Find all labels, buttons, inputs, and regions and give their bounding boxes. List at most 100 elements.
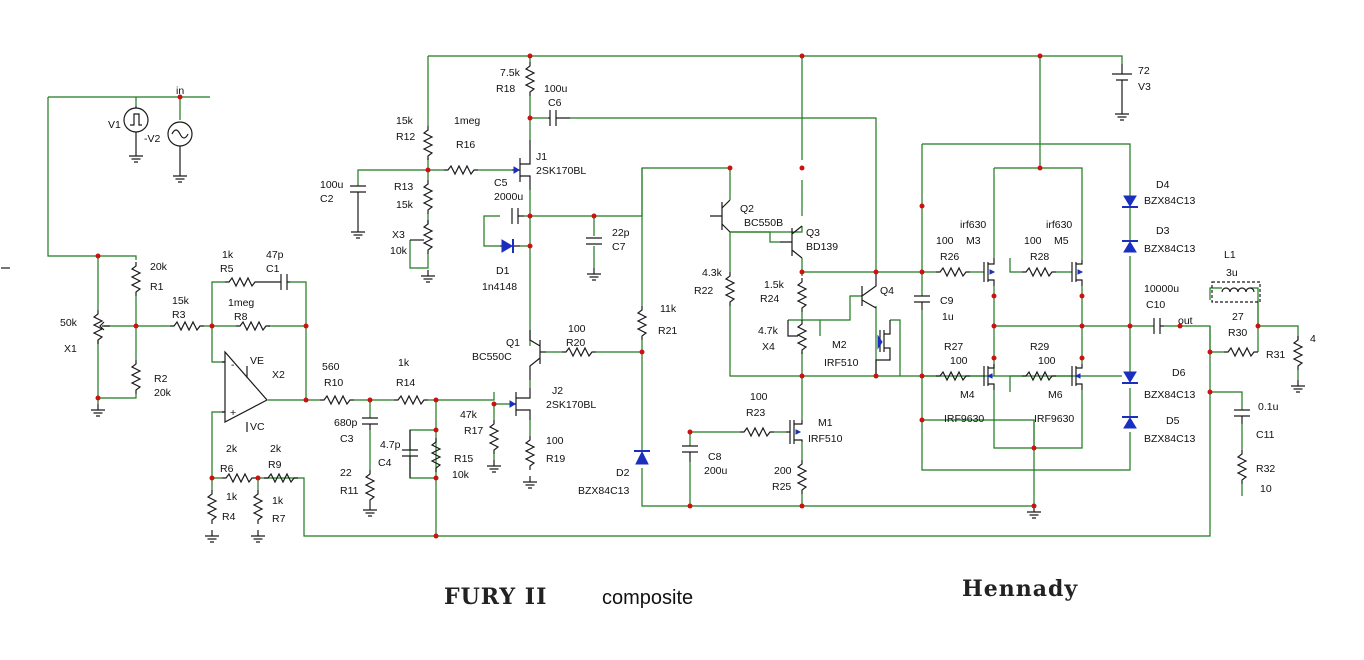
label-M2: M2 <box>832 339 847 351</box>
label-R2v: 20k <box>154 387 172 399</box>
vas-components <box>350 61 1132 519</box>
label-X3: X3 <box>392 229 405 241</box>
label-D3: D3 <box>1156 225 1170 237</box>
label-C4: C4 <box>378 457 392 469</box>
label-R19v: 100 <box>546 435 564 447</box>
label-R7v: 1k <box>272 495 284 507</box>
label-R22: R22 <box>694 285 713 297</box>
label-C11v: 0.1u <box>1258 401 1279 413</box>
label-M5v: irf630 <box>1046 219 1072 231</box>
label-L1: L1 <box>1224 249 1236 261</box>
label-R6: R6 <box>220 463 234 475</box>
label-R13: R13 <box>394 181 413 193</box>
label-R31v: 4 <box>1310 333 1316 345</box>
label-R11v: 22 <box>340 467 352 479</box>
label-Q4: Q4 <box>880 285 894 297</box>
label-R25v: 200 <box>774 465 792 477</box>
label-R31: R31 <box>1266 349 1285 361</box>
label-Q1: Q1 <box>506 337 520 349</box>
label-R2: R2 <box>154 373 168 385</box>
label-R15v: 10k <box>452 469 470 481</box>
label-R29: R29 <box>1030 341 1049 353</box>
label-L1v: 3u <box>1226 267 1238 279</box>
vas-wires <box>357 55 1123 507</box>
label-D5: D5 <box>1166 415 1180 427</box>
label-V3v: 72 <box>1138 65 1150 77</box>
label-D3v: BZX84C13 <box>1144 243 1196 255</box>
label-J1v: 2SK170BL <box>536 165 586 177</box>
label-R32: R32 <box>1256 463 1275 475</box>
label-R9: R9 <box>268 459 282 471</box>
label-D1: D1 <box>496 265 510 277</box>
label-X4v: 4.7k <box>758 325 779 337</box>
label-C7: C7 <box>612 241 626 253</box>
label-X1: X1 <box>64 343 77 355</box>
label-R22v: 4.3k <box>702 267 723 279</box>
svg-text:+: + <box>230 407 236 419</box>
label-D4: D4 <box>1156 179 1170 191</box>
label-D4v: BZX84C13 <box>1144 195 1196 207</box>
label-X3v: 10k <box>390 245 408 257</box>
component-labels: in V1 -V2 R1 20k R2 20k 50k X1 15k R3 1k… <box>60 65 1316 525</box>
label-R9v: 2k <box>270 443 282 455</box>
label-R26: R26 <box>940 251 959 263</box>
label-R4: R4 <box>222 511 236 523</box>
label-J2: J2 <box>552 385 563 397</box>
label-R17v: 47k <box>460 409 478 421</box>
label-R14v: 1k <box>398 357 410 369</box>
label-R29v: 100 <box>1038 355 1056 367</box>
title-author: Hennady <box>962 576 1078 602</box>
label-D2: D2 <box>616 467 630 479</box>
label-M6v: IRF9630 <box>1034 413 1074 425</box>
label-R6v: 2k <box>226 443 238 455</box>
label-C5: C5 <box>494 177 508 189</box>
label-Q3v: BD139 <box>806 241 838 253</box>
output-components <box>1 195 1306 485</box>
label-R18v: 7.5k <box>500 67 521 79</box>
label-Q1v: BC550C <box>472 351 512 363</box>
label-M4: M4 <box>960 389 975 401</box>
label-out: out <box>1178 315 1193 327</box>
junction-dots <box>95 53 1261 539</box>
label-R13v: 15k <box>396 199 414 211</box>
label-R3: R3 <box>172 309 186 321</box>
label-R26v: 100 <box>936 235 954 247</box>
label-R17: R17 <box>464 425 483 437</box>
label-X2: X2 <box>272 369 285 381</box>
label-C2: C2 <box>320 193 334 205</box>
label-R21: R21 <box>658 325 677 337</box>
label-R15: R15 <box>454 453 473 465</box>
label-M3: M3 <box>966 235 981 247</box>
label-M6: M6 <box>1048 389 1063 401</box>
label-R20v: 100 <box>568 323 586 335</box>
label-R27v: 100 <box>950 355 968 367</box>
label-R3v: 15k <box>172 295 190 307</box>
label-V3: V3 <box>1138 81 1151 93</box>
label-C9v: 1u <box>942 311 954 323</box>
label-C2v: 100u <box>320 179 344 191</box>
label-M3v: irf630 <box>960 219 986 231</box>
label-VE: VE <box>250 355 264 367</box>
label-C1v: 47p <box>266 249 284 261</box>
label-D1v: 1n4148 <box>482 281 517 293</box>
svg-text:-: - <box>231 359 235 371</box>
label-C8v: 200u <box>704 465 728 477</box>
label-R5: R5 <box>220 263 234 275</box>
label-R21v: 11k <box>660 303 677 315</box>
label-C5v: 2000u <box>494 191 523 203</box>
label-X1v: 50k <box>60 317 78 329</box>
label-D5v: BZX84C13 <box>1144 433 1196 445</box>
label-C6v: 100u <box>544 83 568 95</box>
label-Q3: Q3 <box>806 227 820 239</box>
label-C4v: 4.7p <box>380 439 401 451</box>
label-in: in <box>176 85 184 97</box>
label-D6v: BZX84C13 <box>1144 389 1196 401</box>
label-R1: R1 <box>150 281 164 293</box>
label-D6: D6 <box>1172 367 1186 379</box>
label-D2v: BZX84C13 <box>578 485 630 497</box>
label-R30v: 27 <box>1232 311 1244 323</box>
title-sub: composite <box>602 587 693 609</box>
label-R12: R12 <box>396 131 415 143</box>
title-block: FURY II composite Hennady <box>444 576 1078 610</box>
